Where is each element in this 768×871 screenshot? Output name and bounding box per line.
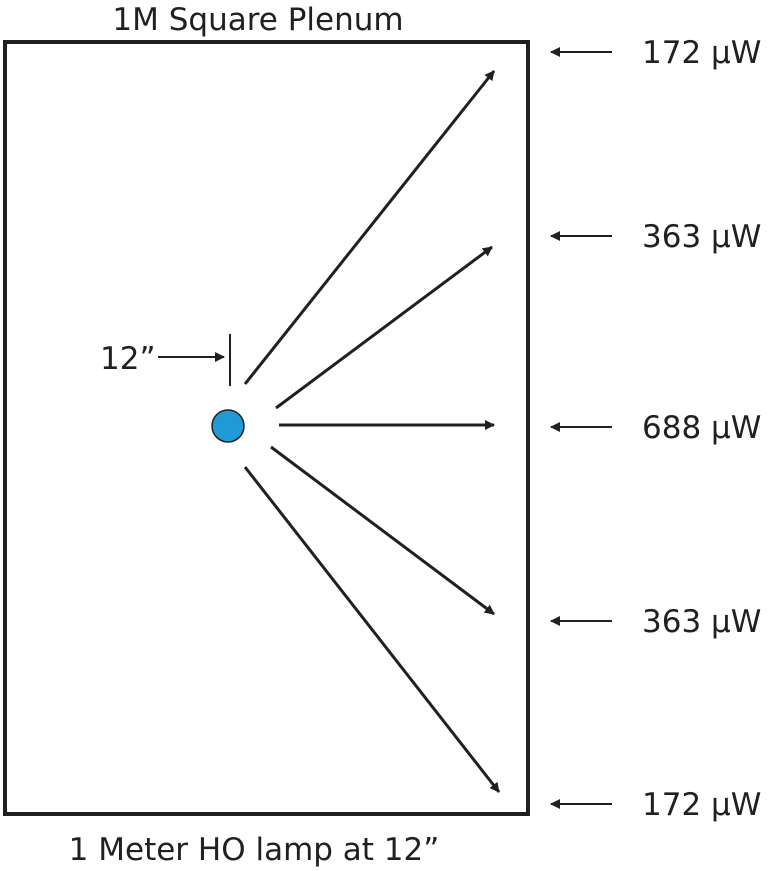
lamp-icon bbox=[211, 409, 245, 443]
radiation-rays bbox=[243, 70, 501, 793]
reading-label: 688 µW bbox=[642, 410, 761, 446]
reading-label: 363 µW bbox=[642, 604, 761, 640]
plenum-box bbox=[3, 40, 530, 816]
ray-lower bbox=[270, 445, 495, 616]
diagram-caption: 1 Meter HO lamp at 12” bbox=[69, 832, 440, 868]
distance-label: 12” bbox=[100, 341, 156, 377]
reading-label: 363 µW bbox=[642, 219, 761, 255]
distance-indicator: 12” bbox=[100, 334, 231, 386]
reading-label: 172 µW bbox=[642, 787, 761, 823]
ray-upper bbox=[275, 245, 493, 410]
ray-bottom bbox=[243, 466, 501, 793]
diagram-title: 1M Square Plenum bbox=[112, 2, 403, 38]
readings: 172 µW 363 µW 688 µW 363 µW 172 µW bbox=[550, 35, 761, 823]
reading-label: 172 µW bbox=[642, 35, 761, 71]
ray-top bbox=[243, 70, 496, 385]
